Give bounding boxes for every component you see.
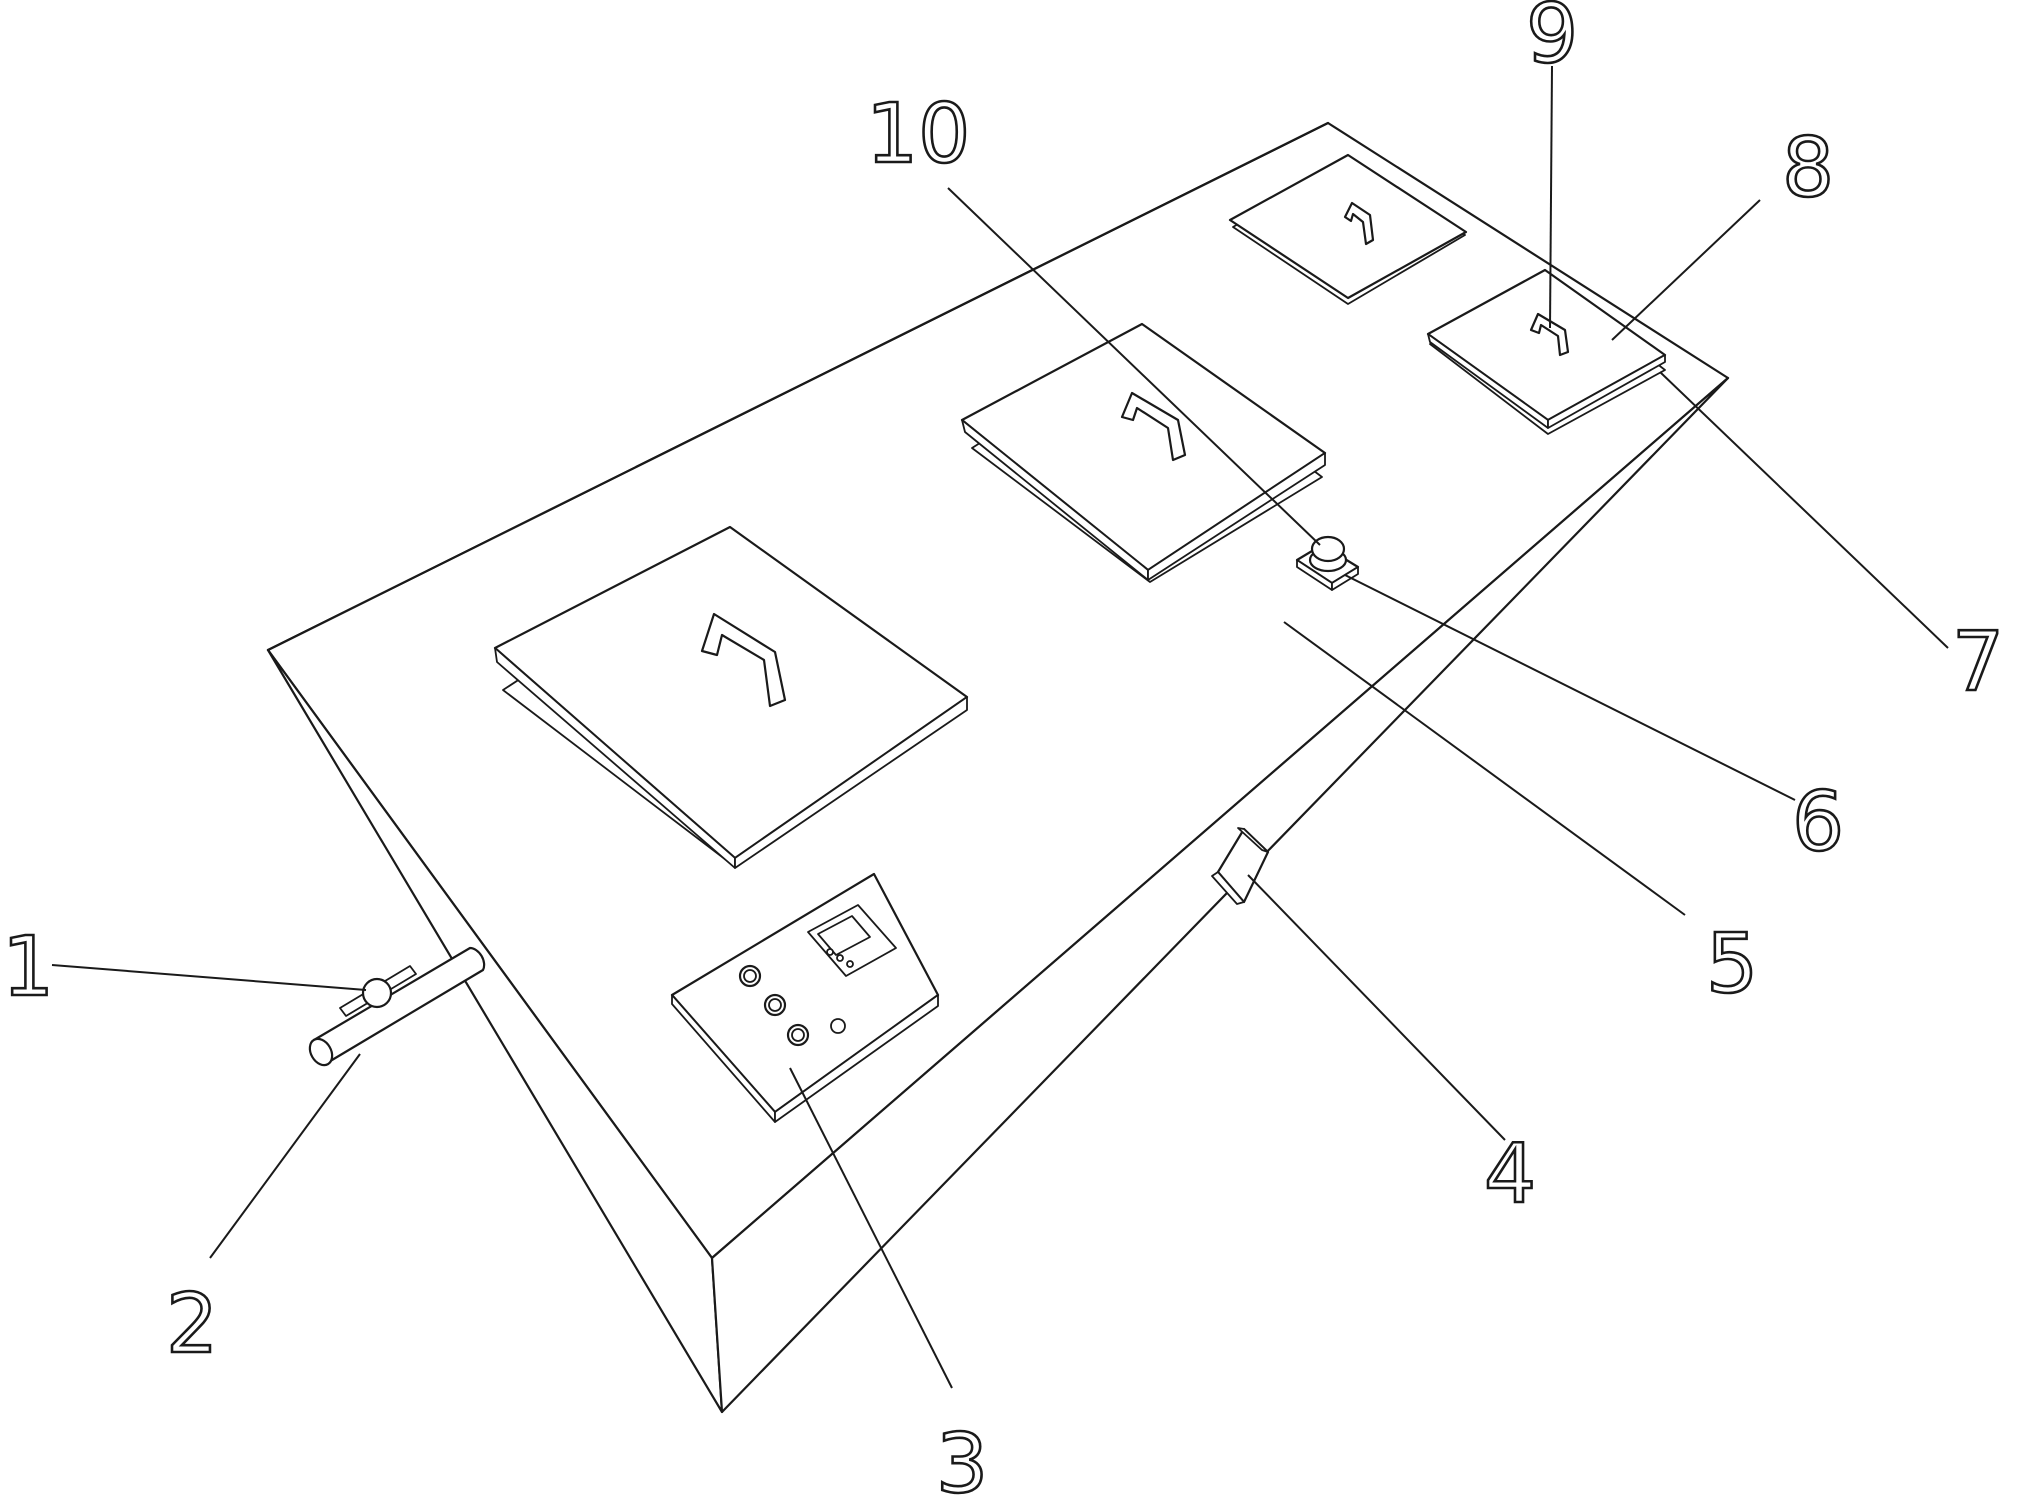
leader-7 bbox=[1659, 371, 1949, 649]
callout-8: 8 bbox=[1782, 121, 1834, 216]
tank-8 bbox=[1426, 268, 1667, 435]
handle bbox=[700, 612, 787, 708]
callout-3: 3 bbox=[936, 1417, 988, 1503]
callout-2: 2 bbox=[166, 1277, 218, 1372]
tank-small-left bbox=[1228, 153, 1468, 305]
handle bbox=[1343, 201, 1375, 246]
component-4 bbox=[1211, 827, 1270, 905]
callout-4: 4 bbox=[1484, 1127, 1536, 1222]
leader-6 bbox=[1344, 574, 1796, 801]
handle-9 bbox=[1529, 312, 1570, 357]
button-6 bbox=[1295, 535, 1360, 591]
right-face bbox=[710, 376, 1730, 1414]
callout-9: 9 bbox=[1526, 0, 1578, 82]
leader-10 bbox=[947, 187, 1321, 546]
knobs bbox=[738, 964, 846, 1047]
callout-6: 6 bbox=[1792, 775, 1844, 870]
digital-display bbox=[807, 904, 897, 977]
top-back-edge bbox=[266, 121, 1330, 652]
leader-lines bbox=[51, 65, 1949, 1389]
callout-1: 1 bbox=[2, 920, 54, 1015]
leader-2 bbox=[209, 1053, 361, 1259]
callout-7: 7 bbox=[1952, 615, 2004, 710]
callout-5: 5 bbox=[1706, 917, 1758, 1012]
tank-large bbox=[493, 525, 969, 869]
tank-medium bbox=[960, 322, 1327, 583]
callout-10: 10 bbox=[866, 87, 970, 182]
leader-8 bbox=[1611, 199, 1761, 341]
handle bbox=[1120, 391, 1187, 462]
machine-body bbox=[266, 121, 1730, 1414]
control-panel-3 bbox=[670, 872, 940, 1123]
leader-1 bbox=[51, 964, 367, 991]
pipe-2 bbox=[308, 946, 486, 1067]
leader-9 bbox=[1549, 65, 1553, 329]
leader-5 bbox=[1283, 621, 1686, 916]
valve-1 bbox=[339, 965, 417, 1017]
leader-3 bbox=[789, 1067, 953, 1389]
leader-4 bbox=[1247, 874, 1506, 1141]
